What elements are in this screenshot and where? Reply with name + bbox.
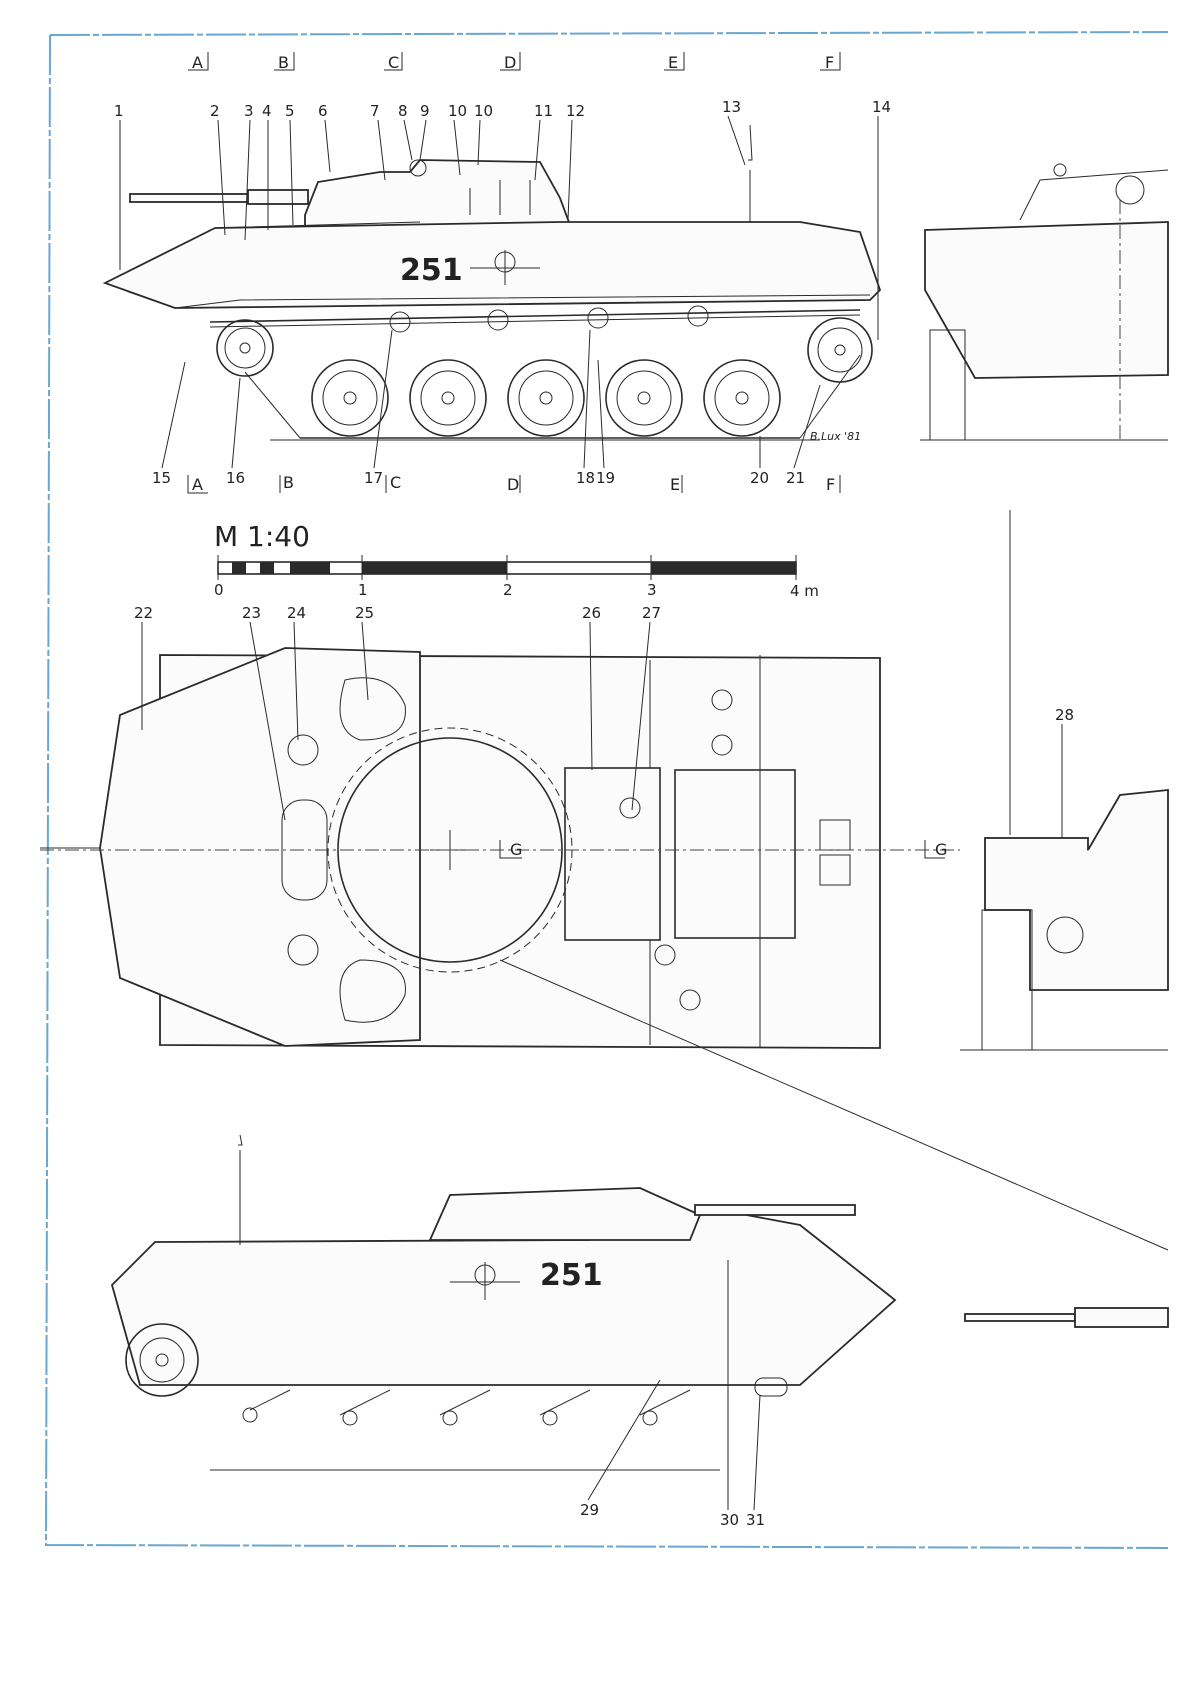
- part-label-28: 28: [1055, 706, 1074, 724]
- part-label-16: 16: [226, 469, 245, 487]
- scale-unit-label: 4 m: [790, 582, 819, 600]
- part-labels-side-bottom: 15 16 17 18 19 20 21 B.Lux '81: [152, 329, 861, 487]
- part-label-5: 5: [285, 102, 295, 120]
- section-marker-f-top: F: [825, 53, 834, 72]
- part-label-18: 18: [576, 469, 595, 487]
- front-view: [920, 163, 1169, 441]
- rear-view: [960, 510, 1169, 1051]
- part-label-31: 31: [746, 1511, 765, 1529]
- part-label-22: 22: [134, 604, 153, 622]
- left-drive-sprocket: [125, 1323, 199, 1397]
- scale-tick-0: 0: [214, 581, 224, 599]
- part-label-10b: 10: [474, 102, 493, 120]
- drive-sprocket: [807, 317, 873, 383]
- section-marker-d-bottom: D: [507, 475, 519, 494]
- section-marker-f-bottom: F: [826, 475, 835, 494]
- top-view: G G: [40, 647, 1169, 1251]
- section-marker-b-top: B: [278, 53, 289, 72]
- part-label-12: 12: [566, 102, 585, 120]
- section-marker-g-left: G: [510, 840, 522, 859]
- scale-title: M 1:40: [214, 520, 310, 553]
- part-label-3: 3: [244, 102, 254, 120]
- hull-number-left: 251: [540, 1258, 603, 1293]
- section-marker-b-bottom: B: [283, 473, 294, 492]
- part-label-23: 23: [242, 604, 261, 622]
- part-label-19: 19: [596, 469, 615, 487]
- draftsman-signature: B.Lux '81: [810, 430, 861, 443]
- part-labels-top: 22 23 24 25 26 27 28: [134, 604, 1074, 925]
- section-marker-e-bottom: E: [670, 475, 680, 494]
- part-label-1: 1: [114, 102, 124, 120]
- side-view-left: 251: [110, 1134, 897, 1471]
- scale-tick-2: 2: [503, 581, 513, 599]
- part-label-9: 9: [420, 102, 430, 120]
- part-label-17: 17: [364, 469, 383, 487]
- part-labels-bottom: 29 30 31: [580, 1260, 765, 1529]
- section-marker-a-top: A: [192, 53, 203, 72]
- part-label-20: 20: [750, 469, 769, 487]
- part-label-10a: 10: [448, 102, 467, 120]
- part-label-29: 29: [580, 1501, 599, 1519]
- section-marker-a-bottom: A: [192, 475, 203, 494]
- part-label-24: 24: [287, 604, 306, 622]
- hull-number-side: 251: [400, 253, 463, 288]
- scale-tick-3: 3: [647, 581, 657, 599]
- section-marker-c-top: C: [388, 53, 399, 72]
- section-marker-g-right: G: [935, 840, 947, 859]
- part-label-26: 26: [582, 604, 601, 622]
- part-labels-side-top: 1 2 3 4 5 6 7 8 9 10 10 11 12 13 14: [114, 98, 891, 340]
- road-wheels: [311, 359, 781, 437]
- part-label-14: 14: [872, 98, 891, 116]
- scale-tick-1: 1: [358, 581, 368, 599]
- section-marker-d-top: D: [504, 53, 516, 72]
- part-label-8: 8: [398, 102, 408, 120]
- part-label-30: 30: [720, 1511, 739, 1529]
- part-label-13: 13: [722, 98, 741, 116]
- part-label-15: 15: [152, 469, 171, 487]
- section-marker-e-top: E: [668, 53, 678, 72]
- sheet-frame: [44, 31, 1169, 1549]
- part-label-4: 4: [262, 102, 272, 120]
- part-label-11: 11: [534, 102, 553, 120]
- side-view-right: 251: [102, 124, 882, 441]
- part-label-25: 25: [355, 604, 374, 622]
- part-label-21: 21: [786, 469, 805, 487]
- idler-wheel: [216, 319, 274, 377]
- gun-barrel-detail: [964, 1307, 1169, 1328]
- part-label-27: 27: [642, 604, 661, 622]
- part-label-2: 2: [210, 102, 220, 120]
- section-marker-c-bottom: C: [390, 473, 401, 492]
- part-label-6: 6: [318, 102, 328, 120]
- part-label-7: 7: [370, 102, 380, 120]
- scale-bar: M 1:40 0 1 2 3 4 m: [214, 520, 819, 600]
